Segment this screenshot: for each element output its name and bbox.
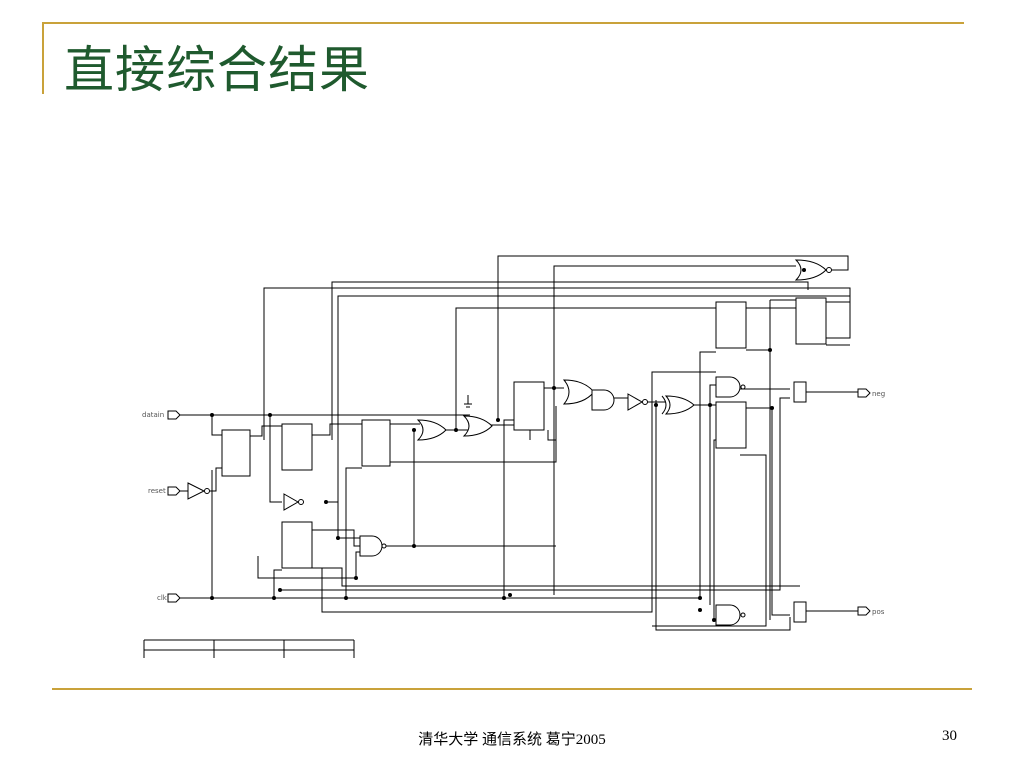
- dff-1: [221, 429, 251, 477]
- left-rule: [42, 22, 44, 94]
- and-gate-2: [359, 535, 383, 557]
- mid-inverter: [283, 493, 300, 511]
- pin-label-datain: datain: [142, 411, 164, 419]
- or-gate-1: [416, 419, 447, 441]
- dff-3: [281, 521, 313, 569]
- or-gate-2: [462, 415, 493, 437]
- dff-8: [715, 401, 747, 449]
- bottom-rule: [52, 688, 972, 690]
- xor-inverter: [627, 393, 644, 411]
- input-pin-clk: clk: [157, 593, 181, 603]
- and-gate-4: [715, 604, 741, 626]
- pin-label-reset: reset: [148, 487, 166, 495]
- output-mux-pos: [793, 601, 807, 623]
- page-number: 30: [942, 728, 957, 744]
- dff-6: [715, 301, 747, 349]
- input-pin-reset: reset: [148, 486, 181, 496]
- top-rule: [42, 22, 964, 24]
- flip-flops: [221, 297, 827, 623]
- pin-label-clk: clk: [157, 594, 168, 602]
- and-gate-1: [591, 389, 615, 411]
- slide-title: 直接综合结果: [64, 41, 370, 99]
- xor-gate: [664, 395, 695, 415]
- or-gate-3: [562, 379, 595, 405]
- and-gate-3: [715, 376, 741, 398]
- nor-gate-top: [794, 259, 827, 281]
- output-pin-neg: neg: [857, 388, 885, 398]
- dff-2: [281, 423, 313, 471]
- dff-5: [513, 381, 545, 431]
- pin-label-pos: pos: [872, 608, 885, 616]
- pin-label-neg: neg: [872, 390, 885, 398]
- input-pin-datain: datain: [142, 410, 181, 420]
- junction-dots: [210, 268, 806, 622]
- schematic-title-block: [143, 639, 355, 658]
- reset-inverter: [187, 482, 206, 500]
- dff-7: [795, 297, 827, 345]
- slide-footer: 清华大学 通信系统 葛宁2005: [418, 732, 606, 748]
- wires: [180, 255, 858, 631]
- dff-4: [361, 419, 391, 467]
- gates: [187, 259, 832, 626]
- output-mux-neg: [793, 381, 807, 403]
- output-pin-pos: pos: [857, 606, 885, 616]
